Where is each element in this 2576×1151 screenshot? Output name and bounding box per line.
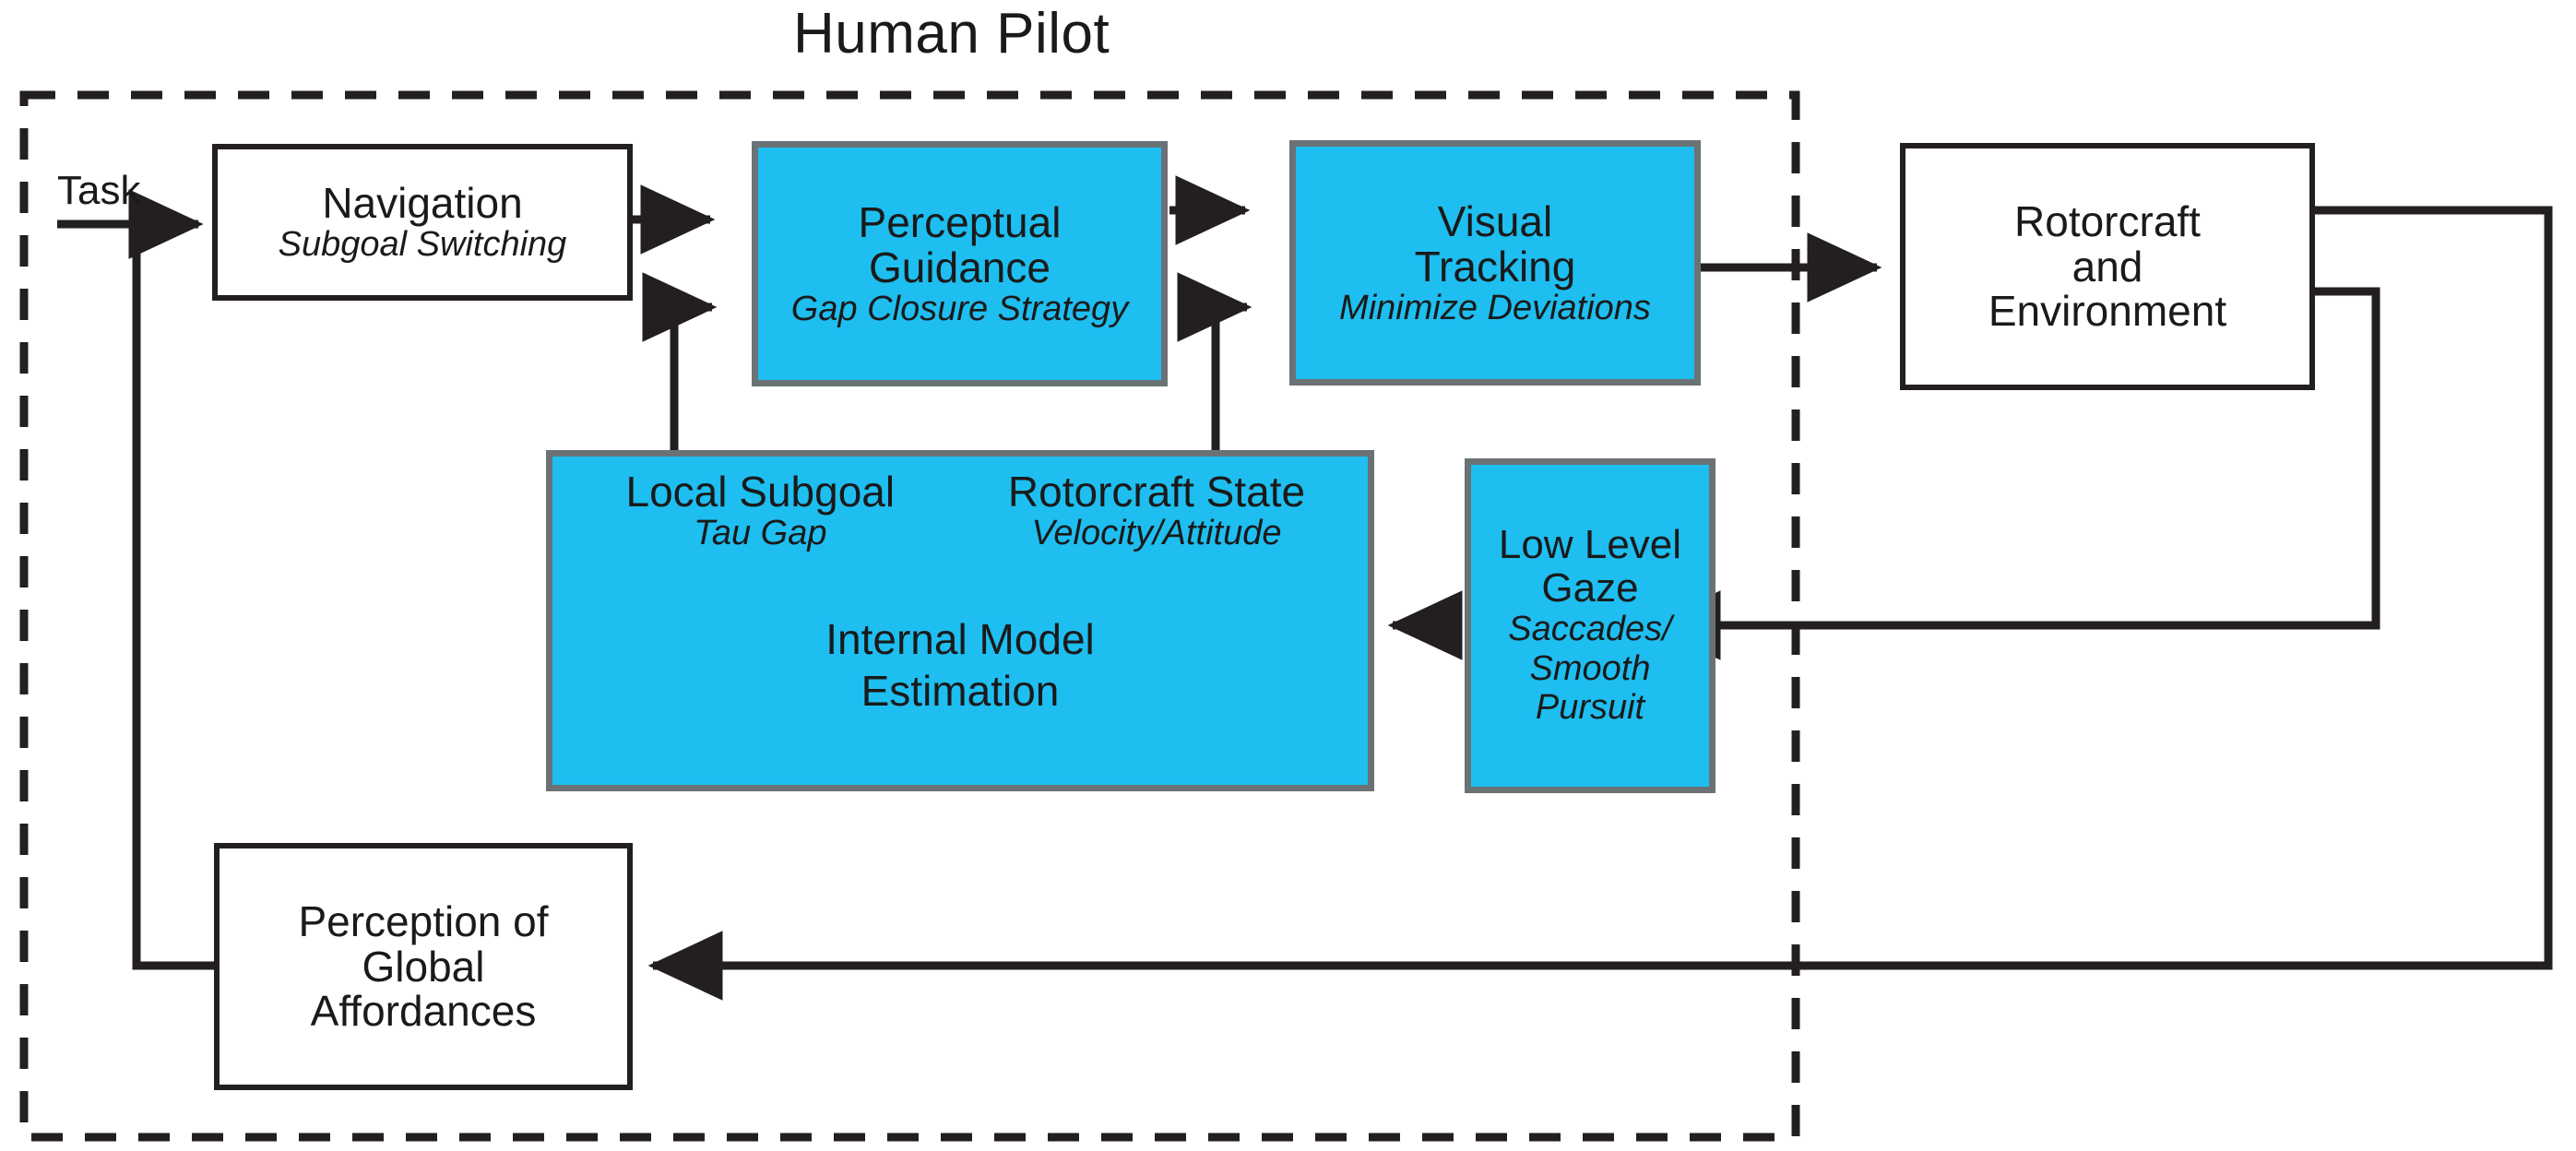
node-low-level-gaze-subtitle: Saccades/ Smooth Pursuit	[1508, 610, 1672, 728]
internal-model-rotorcraft-state: Rotorcraft State Velocity/Attitude	[953, 469, 1360, 552]
wire-perception-to-navigation	[128, 189, 214, 970]
node-visual-tracking-title: Visual Tracking	[1414, 197, 1576, 291]
node-navigation-subtitle: Subgoal Switching	[278, 225, 567, 265]
wire-internal-model-to-perceptual-guidance	[642, 272, 718, 452]
internal-model-local-subgoal-title: Local Subgoal	[625, 468, 896, 516]
node-navigation-title: Navigation	[322, 179, 523, 228]
wire-rotorcraft-to-low-level-gaze	[1645, 287, 2380, 660]
internal-model-rotorcraft-state-title: Rotorcraft State	[1007, 468, 1306, 516]
wire-rotorcraft-to-perception	[647, 206, 2553, 1001]
wire-internal-model-to-visual-tracking	[1177, 272, 1252, 452]
node-navigation[interactable]: Navigation Subgoal Switching	[212, 144, 633, 301]
node-perceptual-guidance[interactable]: Perceptual Guidance Gap Closure Strategy	[752, 141, 1168, 386]
node-perceptual-guidance-title: Perceptual Guidance	[858, 198, 1062, 291]
internal-model-local-subgoal-subtitle: Tau Gap	[694, 513, 827, 552]
node-low-level-gaze-title: Low Level Gaze	[1498, 522, 1682, 611]
node-perception-global-affordances-title: Perception of Global Affordances	[298, 896, 549, 1036]
internal-model-local-subgoal: Local Subgoal Tau Gap	[573, 469, 948, 552]
node-rotorcraft-environment[interactable]: Rotorcraft and Environment	[1900, 143, 2315, 390]
diagram-title: Human Pilot	[793, 2, 1110, 65]
node-internal-model[interactable]: Local Subgoal Tau Gap Rotorcraft State V…	[546, 450, 1374, 791]
internal-model-center: Internal Model Estimation	[552, 613, 1368, 717]
internal-model-center-title: Internal Model Estimation	[825, 615, 1095, 716]
node-visual-tracking-subtitle: Minimize Deviations	[1339, 288, 1651, 327]
human-pilot-boundary	[19, 90, 1800, 1142]
node-perception-global-affordances[interactable]: Perception of Global Affordances	[214, 843, 633, 1090]
task-input-label: Task	[57, 168, 141, 213]
node-rotorcraft-environment-title: Rotorcraft and Environment	[1988, 196, 2227, 336]
node-visual-tracking[interactable]: Visual Tracking Minimize Deviations	[1289, 140, 1701, 386]
node-low-level-gaze[interactable]: Low Level Gaze Saccades/ Smooth Pursuit	[1465, 458, 1715, 793]
node-perceptual-guidance-subtitle: Gap Closure Strategy	[790, 289, 1129, 328]
internal-model-rotorcraft-state-subtitle: Velocity/Attitude	[1031, 513, 1282, 552]
